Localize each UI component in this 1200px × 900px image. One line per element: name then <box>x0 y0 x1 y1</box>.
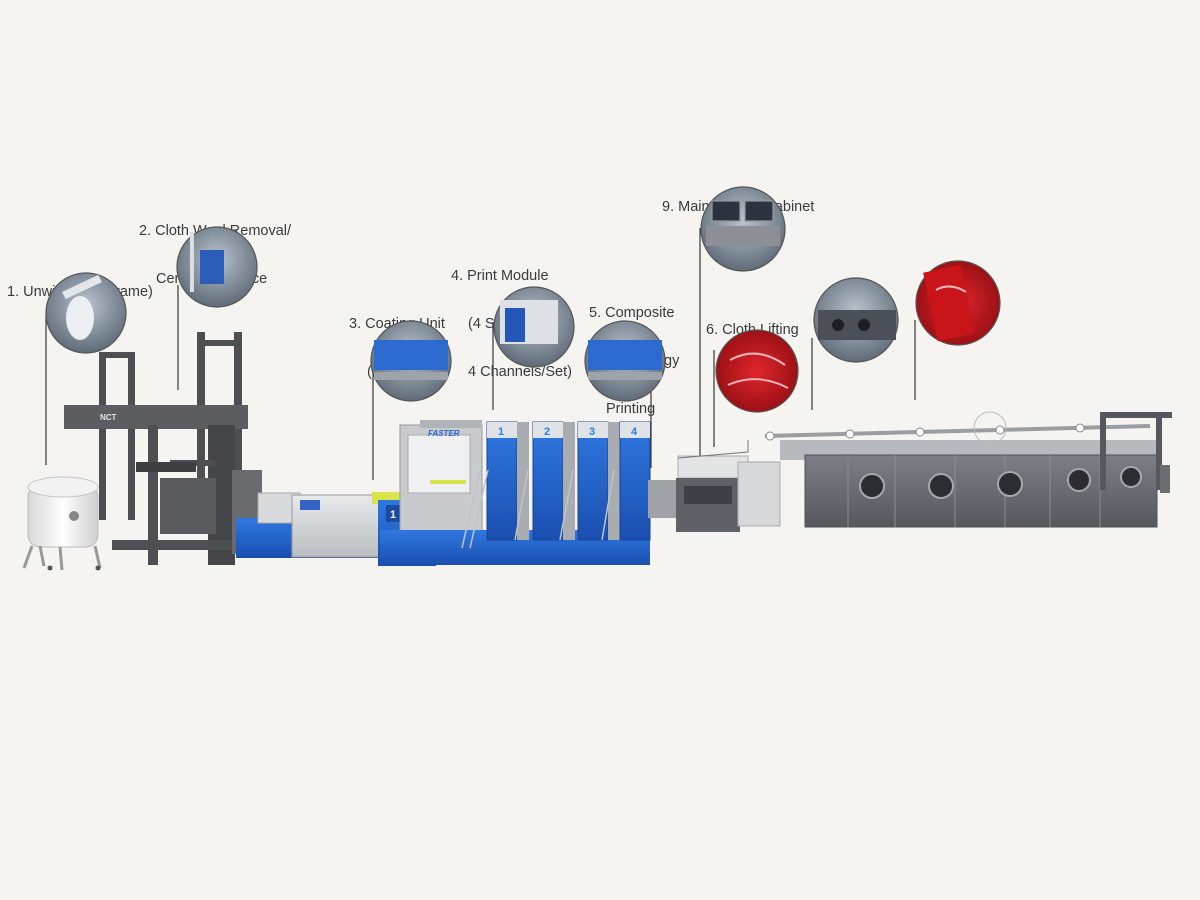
label-dryer: 7. Dryer <box>826 287 878 303</box>
svg-text:NCT: NCT <box>100 413 117 422</box>
dryer-machine <box>764 411 1160 528</box>
label-main-control-cabinet: 9. Main Control Cabinet <box>662 199 815 215</box>
svg-text:1: 1 <box>498 426 504 438</box>
svg-text:2: 2 <box>544 426 550 438</box>
label-composite-printing: 5. Composite Technology Printing <box>589 305 680 417</box>
coating-unit-machine: 1 2 <box>236 492 442 566</box>
winder-machine <box>1100 412 1172 493</box>
svg-text:FASTER: FASTER <box>428 429 460 438</box>
label-print-module: 4. Print Module (4 Sets x 4 Channels/Set… <box>451 268 572 380</box>
svg-text:2: 2 <box>408 509 414 521</box>
unwinder-machine <box>22 476 102 571</box>
label-unwinder: 1. Unwinder (A Frame) <box>7 284 153 300</box>
composite-printing-machine <box>648 440 781 532</box>
label-cloth-lifting: 6. Cloth Lifting Mechanism <box>706 322 799 386</box>
svg-text:1: 1 <box>390 509 396 521</box>
wool-removal-frame: NCT <box>64 332 262 565</box>
label-coating-unit: 3. Coating Unit (by Rotary) <box>349 316 445 380</box>
label-wool-removal: 2. Cloth Wool Removal/ Centering Device <box>139 223 292 287</box>
label-winder: 8. Winder <box>926 272 989 288</box>
